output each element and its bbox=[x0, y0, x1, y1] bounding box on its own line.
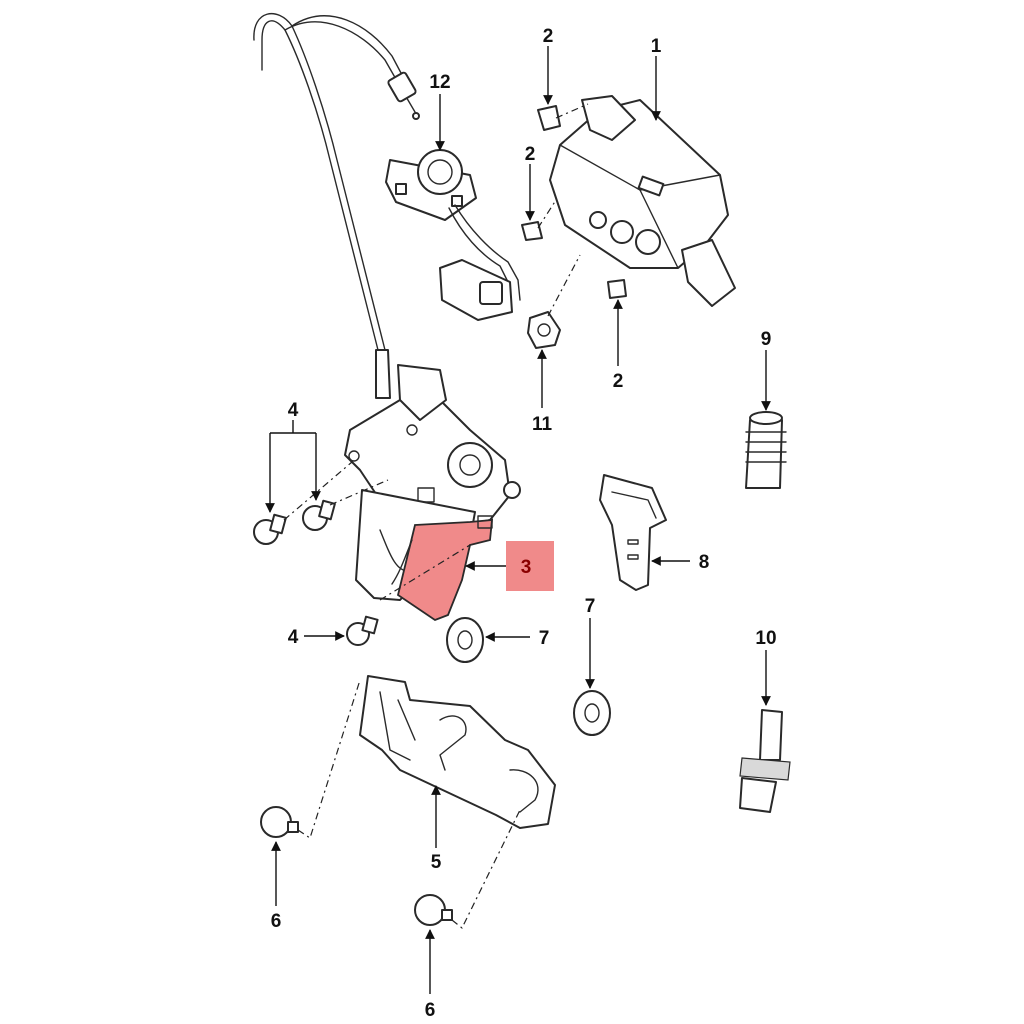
callout-2-bottom: 2 bbox=[613, 371, 624, 392]
callout-8: 8 bbox=[699, 552, 710, 573]
callout-12: 12 bbox=[429, 72, 450, 93]
callout-7-right: 7 bbox=[539, 628, 550, 649]
callout-3: 3 bbox=[521, 557, 532, 578]
callout-6-left: 6 bbox=[271, 911, 282, 932]
callout-labels: 1 2 2 2 3 4 4 5 6 6 7 7 8 9 10 11 12 bbox=[271, 26, 777, 1021]
part-6-screws bbox=[260, 806, 453, 926]
release-cable bbox=[253, 13, 420, 399]
callout-10: 10 bbox=[755, 628, 776, 649]
callout-4-lower: 4 bbox=[288, 627, 299, 648]
part-2-grommets bbox=[521, 105, 627, 299]
highlighted-part-3 bbox=[396, 519, 494, 622]
part-1-actuator-motor bbox=[549, 95, 736, 307]
part-7-washers bbox=[446, 617, 611, 736]
callout-5: 5 bbox=[431, 852, 442, 873]
callout-2-top: 2 bbox=[543, 26, 554, 47]
callout-7-lower: 7 bbox=[585, 596, 596, 617]
part-8-bracket-lever bbox=[599, 474, 667, 591]
part-10-connector bbox=[739, 709, 791, 813]
part-5-mounting-bracket bbox=[359, 675, 556, 829]
callout-1: 1 bbox=[651, 36, 662, 57]
leader-lines bbox=[265, 46, 771, 994]
callout-2-middle: 2 bbox=[525, 144, 536, 165]
callout-3-highlight-box bbox=[506, 541, 554, 591]
callout-6-right: 6 bbox=[425, 1000, 436, 1021]
part-12-switch-harness bbox=[385, 149, 521, 321]
part-4-bolts bbox=[253, 499, 379, 646]
callout-4-upper: 4 bbox=[288, 400, 299, 421]
callout-11: 11 bbox=[532, 414, 553, 435]
part-3-latch-assembly bbox=[344, 364, 521, 622]
part-11-clip bbox=[527, 311, 561, 349]
callout-9: 9 bbox=[761, 329, 772, 350]
part-9-spring-bumper bbox=[745, 411, 787, 489]
